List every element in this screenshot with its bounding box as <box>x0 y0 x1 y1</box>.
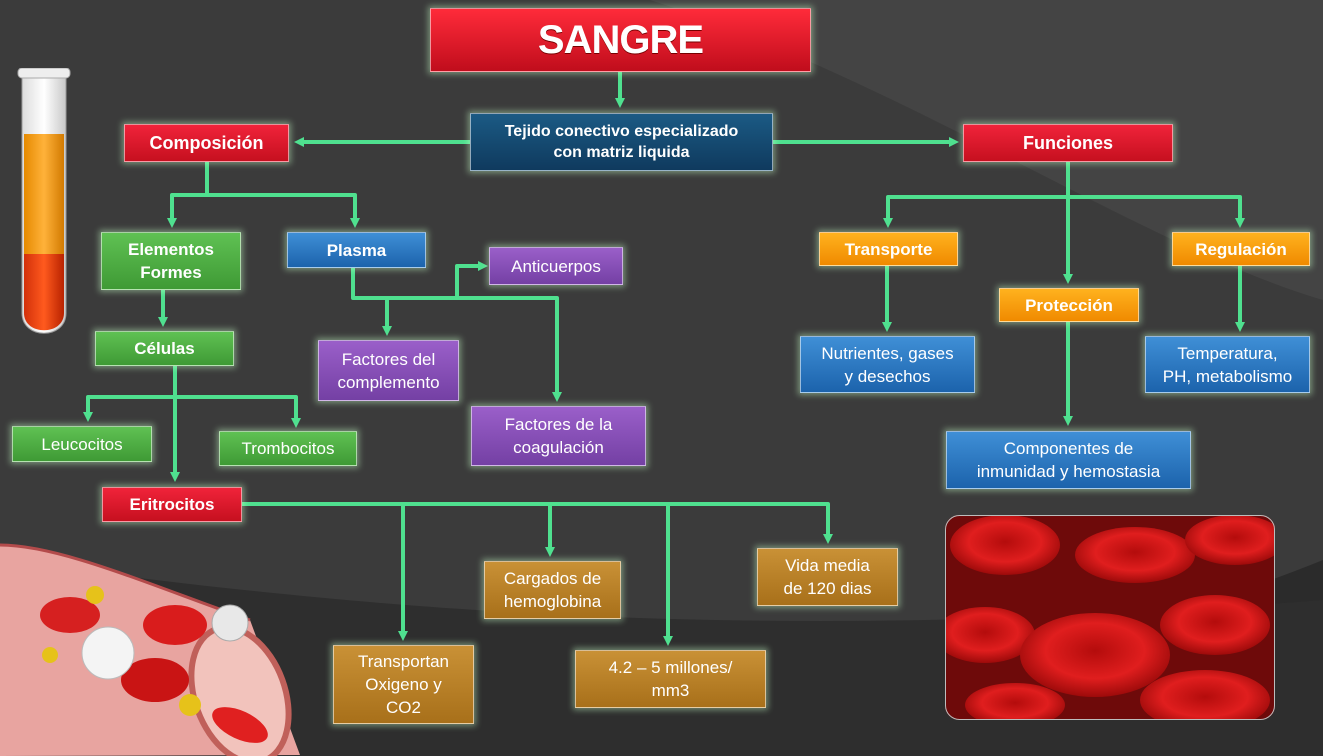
tejido-line-2: con matriz liquida <box>553 144 690 161</box>
composicion-node: Composición <box>124 124 289 162</box>
millones-line-1: 4.2 – 5 millones/ <box>608 658 733 677</box>
componentes-node: Componentes de inmunidad y hemostasia <box>946 431 1191 489</box>
arrow-composicion-elementos <box>167 162 209 228</box>
proteccion-node: Protección <box>999 288 1139 322</box>
trombocitos-node: Trombocitos <box>219 431 357 466</box>
anticuerpos-node: Anticuerpos <box>489 247 623 285</box>
elementos-formes-line-1: Elementos <box>128 240 214 259</box>
cargados-line-2: hemoglobina <box>503 592 602 611</box>
componentes-line-1: Componentes de <box>1003 439 1134 458</box>
arrow-celulas-leucocitos <box>83 366 177 422</box>
cargados-hemoglobina-node: Cargados de hemoglobina <box>484 561 621 619</box>
test-tube-image <box>17 68 71 334</box>
blood-vessel-image <box>0 543 300 756</box>
arrow-plasma-anticuerpos <box>351 261 488 300</box>
celulas-node: Células <box>95 331 234 366</box>
factores-coagulacion-node: Factores de la coagulación <box>471 406 646 466</box>
regulacion-node: Regulación <box>1172 232 1310 266</box>
arrow-eritrocitos-line <box>242 502 833 544</box>
vida-media-line-1: Vida media <box>785 556 870 575</box>
temperatura-line-1: Temperatura, <box>1177 343 1278 363</box>
transportan-node: Transportan Oxigeno y CO2 <box>333 645 474 724</box>
transportan-line-1: Transportan <box>357 652 450 671</box>
plasma-node: Plasma <box>287 232 426 268</box>
temperatura-node: Temperatura, PH, metabolismo <box>1145 336 1310 393</box>
tejido-node: Tejido conectivo especializado con matri… <box>470 113 773 171</box>
temperatura-line-2: PH, metabolismo <box>1162 366 1293 386</box>
factores-complemento-line-2: complemento <box>337 372 440 392</box>
arrow-composicion-plasma <box>207 193 360 228</box>
cargados-line-1: Cargados de <box>503 569 602 588</box>
factores-complemento-line-1: Factores del <box>341 349 436 369</box>
elementos-formes-node: Elementos Formes <box>101 232 241 290</box>
transportan-line-2: Oxigeno y <box>365 675 442 694</box>
nutrientes-line-1: Nutrientes, gases <box>821 343 954 363</box>
elementos-formes-line-2: Formes <box>140 263 202 282</box>
componentes-line-2: inmunidad y hemostasia <box>976 462 1161 481</box>
arrow-plasma-coagulacion <box>457 296 562 402</box>
factores-coagulacion-line-1: Factores de la <box>504 415 613 434</box>
vida-media-node: Vida media de 120 dias <box>757 548 898 606</box>
millones-node: 4.2 – 5 millones/ mm3 <box>575 650 766 708</box>
funciones-node: Funciones <box>963 124 1173 162</box>
millones-line-2: mm3 <box>651 681 690 700</box>
tejido-line-1: Tejido conectivo especializado <box>504 123 739 140</box>
title-node: SANGRE <box>430 8 811 72</box>
arrow-funciones-regulacion <box>1068 195 1245 228</box>
nutrientes-node: Nutrientes, gases y desechos <box>800 336 975 393</box>
transporte-node: Transporte <box>819 232 958 266</box>
arrow-celulas-trombocitos <box>175 395 301 428</box>
eritrocitos-node: Eritrocitos <box>102 487 242 522</box>
factores-coagulacion-line-2: coagulación <box>513 438 604 457</box>
vida-media-line-2: de 120 dias <box>783 579 872 598</box>
transportan-line-3: CO2 <box>386 698 421 717</box>
red-blood-cells-image <box>945 515 1275 720</box>
leucocitos-node: Leucocitos <box>12 426 152 462</box>
arrow-funciones-split <box>883 162 1070 228</box>
factores-complemento-node: Factores del complemento <box>318 340 459 401</box>
nutrientes-line-2: y desechos <box>844 366 931 386</box>
arrow-plasma-complemento <box>353 296 392 336</box>
